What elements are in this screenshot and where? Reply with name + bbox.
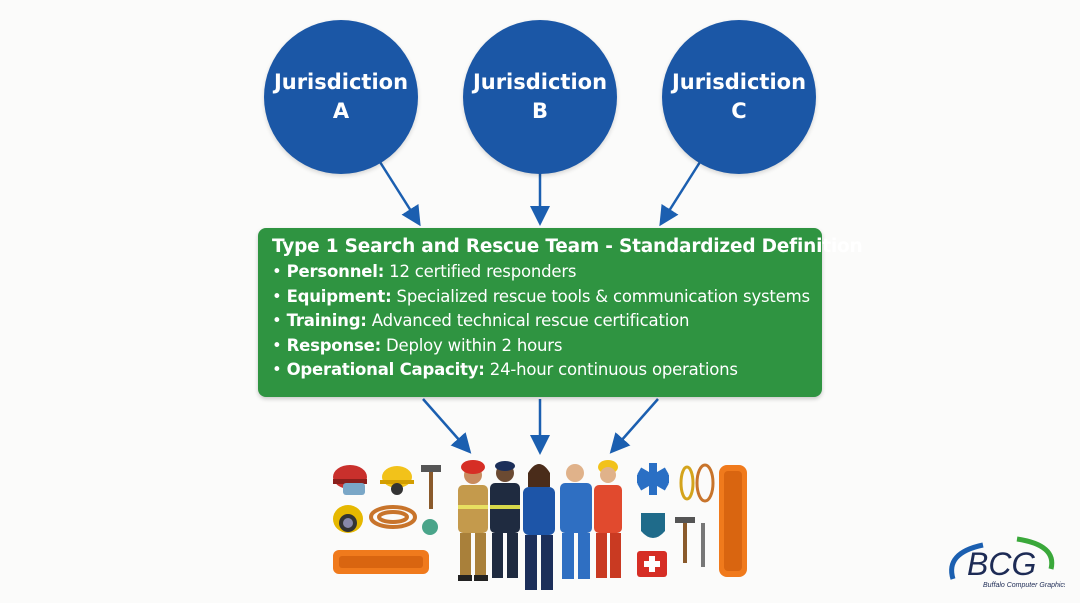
definition-item-equipment: • Equipment: Specialized rescue tools & … — [272, 286, 811, 306]
jurisdiction-label: Jurisdiction — [273, 70, 409, 94]
tools-icon — [675, 517, 705, 567]
jurisdiction-b-node: Jurisdiction B — [463, 20, 617, 174]
arrow-definition-to-team-left — [422, 398, 472, 454]
arrow-c-to-definition — [659, 161, 702, 227]
item-value: Deploy within 2 hours — [386, 335, 563, 355]
stretcher-icon — [333, 550, 429, 574]
jurisdiction-label: Jurisdiction — [671, 70, 807, 94]
bcg-logo: BCG Buffalo Computer Graphics — [949, 536, 1065, 589]
rope-icon — [369, 505, 417, 529]
definition-item-training: • Training: Advanced technical rescue ce… — [272, 311, 690, 330]
item-label: Personnel: — [286, 262, 385, 281]
arrow-definition-to-team-right — [609, 398, 659, 454]
jurisdiction-letter: A — [332, 99, 350, 123]
rope-rescuer-figure — [594, 460, 622, 578]
paramedic-figure — [560, 464, 592, 579]
svg-text:Buffalo Computer Graphics: Buffalo Computer Graphics — [983, 582, 1065, 589]
hammer-icon — [421, 465, 441, 509]
definition-item-capacity: • Operational Capacity: 24-hour continuo… — [272, 360, 738, 379]
item-label: Training: — [286, 311, 367, 330]
definition-item-response: • Response: Deploy within 2 hours — [272, 335, 563, 355]
item-label: Response: — [286, 335, 382, 355]
jurisdiction-label: Jurisdiction — [472, 70, 608, 94]
item-value: Specialized rescue tools & communication… — [396, 286, 811, 306]
backboard-icon — [719, 465, 747, 577]
definition-list: • Personnel: 12 certified responders • E… — [272, 260, 811, 383]
arrow-a-to-definition — [378, 161, 421, 227]
firefighter-figure — [458, 460, 488, 581]
hard-hat-icon — [380, 466, 414, 495]
item-value: Advanced technical rescue certification — [371, 311, 690, 330]
officer-figure — [523, 464, 555, 590]
gas-mask-icon — [333, 505, 363, 533]
definition-title: Type 1 Search and Rescue Team - Standard… — [272, 236, 863, 257]
item-value: 12 certified responders — [389, 262, 577, 281]
carabiner-icon — [679, 463, 715, 503]
police-figure — [490, 461, 520, 578]
standardized-definition-box: Type 1 Search and Rescue Team - Standard… — [258, 228, 863, 397]
svg-text:BCG: BCG — [967, 546, 1036, 582]
star-of-life-icon — [637, 463, 669, 495]
jurisdiction-letter: B — [531, 99, 548, 123]
oxygen-tank-icon — [422, 519, 438, 535]
item-value: 24-hour continuous operations — [489, 360, 738, 379]
item-label: Operational Capacity: — [286, 360, 485, 379]
rescue-badge-icon — [641, 513, 665, 538]
rescue-team-illustration — [333, 460, 747, 590]
firefighter-helmet-icon — [333, 465, 367, 495]
first-aid-kit-icon — [637, 551, 667, 577]
jurisdiction-c-node: Jurisdiction C — [662, 20, 816, 174]
jurisdiction-letter: C — [731, 99, 747, 123]
item-label: Equipment: — [286, 286, 392, 306]
jurisdiction-a-node: Jurisdiction A — [264, 20, 418, 174]
definition-item-personnel: • Personnel: 12 certified responders — [272, 262, 577, 281]
